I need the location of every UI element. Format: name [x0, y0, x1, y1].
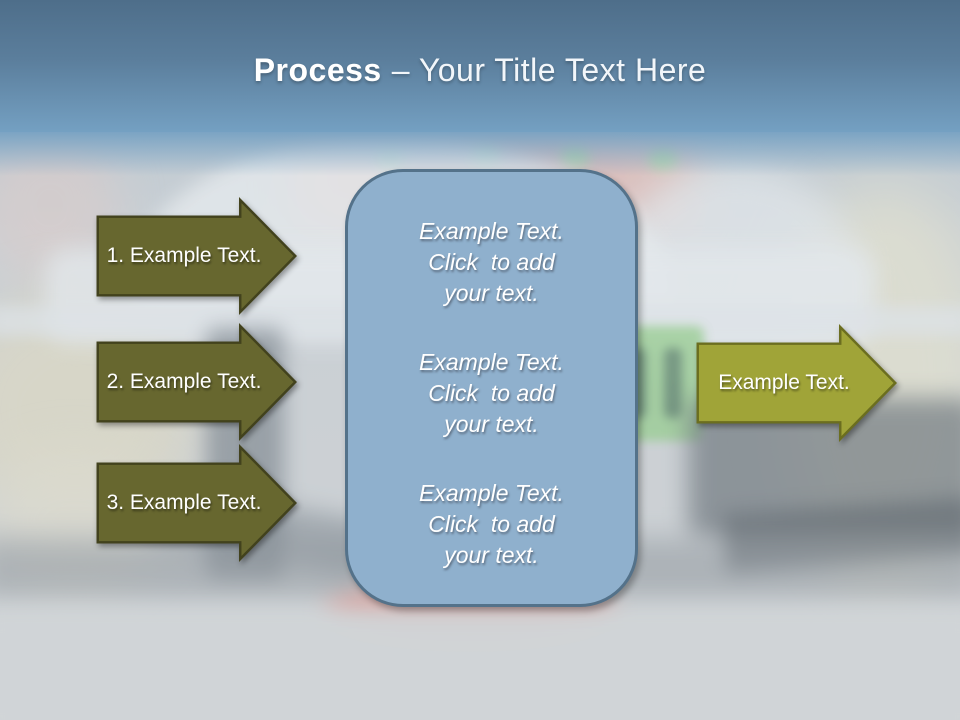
process-arrow-1[interactable]: 1. Example Text.	[96, 196, 298, 316]
process-arrow-2-label: 2. Example Text.	[106, 370, 262, 393]
text-line: your text.	[444, 280, 539, 306]
text-line: Click to add	[428, 380, 555, 406]
process-arrow-1-label: 1. Example Text.	[106, 244, 262, 267]
content-box[interactable]: Example Text. Click to add your text. Ex…	[345, 169, 638, 607]
text-line: your text.	[444, 411, 539, 437]
text-line: your text.	[444, 542, 539, 568]
title-emphasis: Process	[253, 52, 382, 88]
process-arrow-3[interactable]: 3. Example Text.	[96, 443, 298, 563]
text-block-3[interactable]: Example Text. Click to add your text.	[348, 478, 635, 571]
slide-title[interactable]: Process– Your Title Text Here	[0, 52, 960, 89]
text-line: Example Text.	[419, 349, 564, 375]
right-arrow-shape-icon	[96, 322, 297, 442]
result-arrow[interactable]: Example Text.	[696, 323, 898, 443]
title-bar	[0, 0, 960, 132]
process-arrow-2[interactable]: 2. Example Text.	[96, 322, 298, 442]
text-line: Click to add	[428, 249, 555, 275]
photo-blob	[664, 348, 682, 418]
text-block-1[interactable]: Example Text. Click to add your text.	[348, 216, 635, 309]
photo-blob	[0, 608, 960, 720]
text-line: Click to add	[428, 511, 555, 537]
text-line: Example Text.	[419, 480, 564, 506]
header-fade	[0, 130, 960, 176]
text-block-2[interactable]: Example Text. Click to add your text.	[348, 347, 635, 440]
right-arrow-shape-icon	[96, 196, 297, 316]
right-arrow-shape-icon	[696, 323, 897, 443]
right-arrow-shape-icon	[96, 443, 297, 563]
text-line: Example Text.	[419, 218, 564, 244]
result-arrow-label: Example Text.	[718, 371, 850, 394]
process-arrow-3-label: 3. Example Text.	[106, 491, 262, 514]
title-rest: – Your Title Text Here	[391, 52, 707, 88]
